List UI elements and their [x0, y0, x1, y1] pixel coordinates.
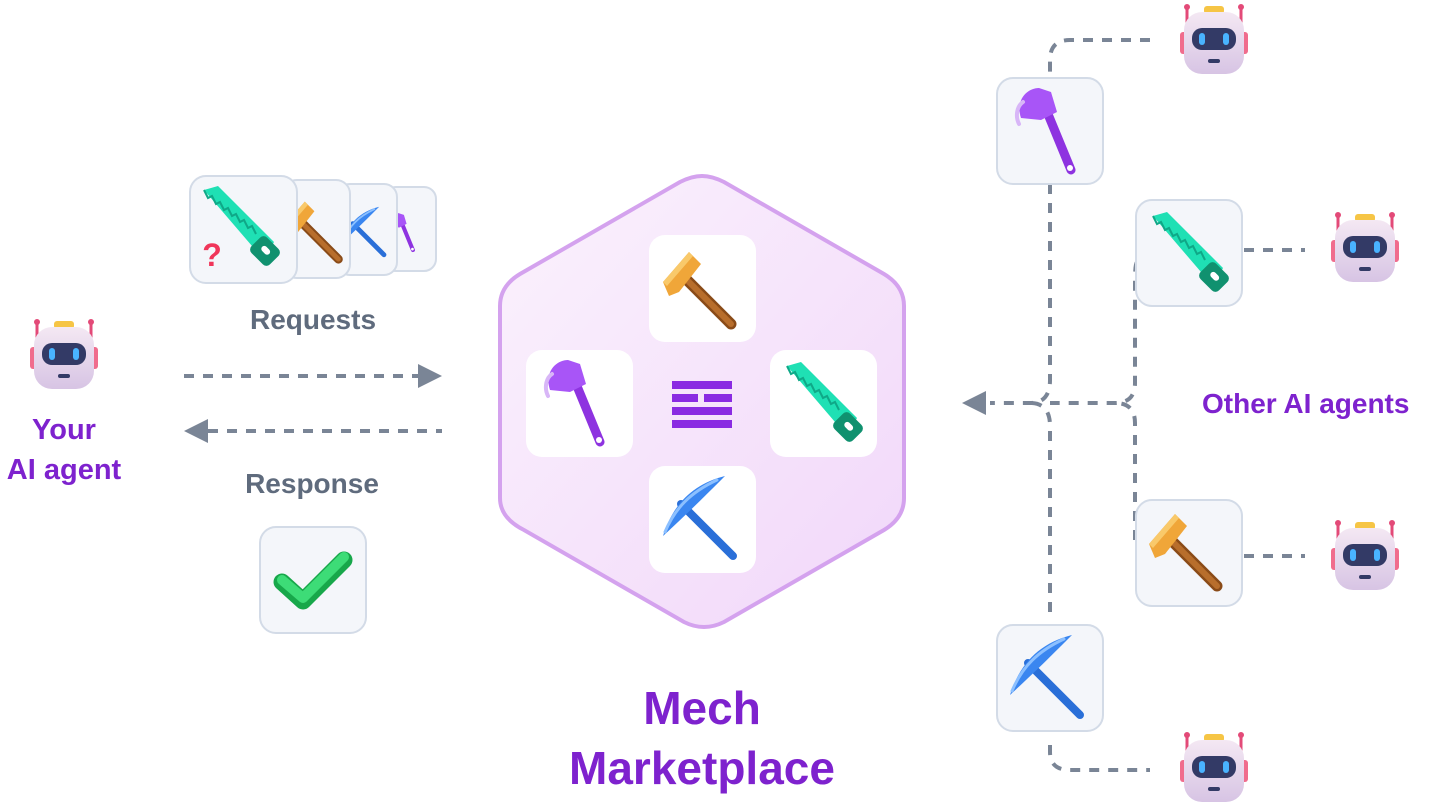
other-agent-robot-icon — [1178, 730, 1250, 804]
response-arrow — [184, 419, 442, 443]
response-label: Response — [245, 468, 379, 499]
question-mark-icon: ? — [202, 237, 222, 273]
requests-arrow — [184, 364, 442, 388]
marketplace-title-line1: Mech — [643, 682, 761, 734]
your-agent-label-line2: AI agent — [6, 454, 122, 486]
marketplace-title: Mech Marketplace — [502, 678, 902, 798]
other-agent-tool-axe — [996, 77, 1104, 185]
marketplace-hexagon — [498, 173, 906, 629]
request-cards-stack: ? — [189, 175, 437, 284]
marketplace-logo-icon — [672, 381, 732, 428]
other-agent-tool-saw — [1135, 199, 1243, 307]
other-agent-robot-icon — [1329, 518, 1401, 592]
other-agent-robot-icon — [1178, 2, 1250, 76]
other-agent-robot-icon — [1329, 210, 1401, 284]
other-agent-tool-hammer — [1135, 499, 1243, 607]
other-agents-label: Other AI agents — [1202, 388, 1410, 419]
response-card — [259, 526, 367, 634]
marketplace-title-line2: Marketplace — [569, 742, 835, 794]
your-agent-label-line1: Your — [32, 414, 96, 446]
your-agent-label: Your AI agent — [0, 410, 128, 490]
other-agent-tool-pickaxe — [996, 624, 1104, 732]
your-agent-robot-icon — [28, 317, 100, 391]
incoming-arrowhead — [962, 391, 986, 415]
requests-label: Requests — [249, 304, 377, 335]
